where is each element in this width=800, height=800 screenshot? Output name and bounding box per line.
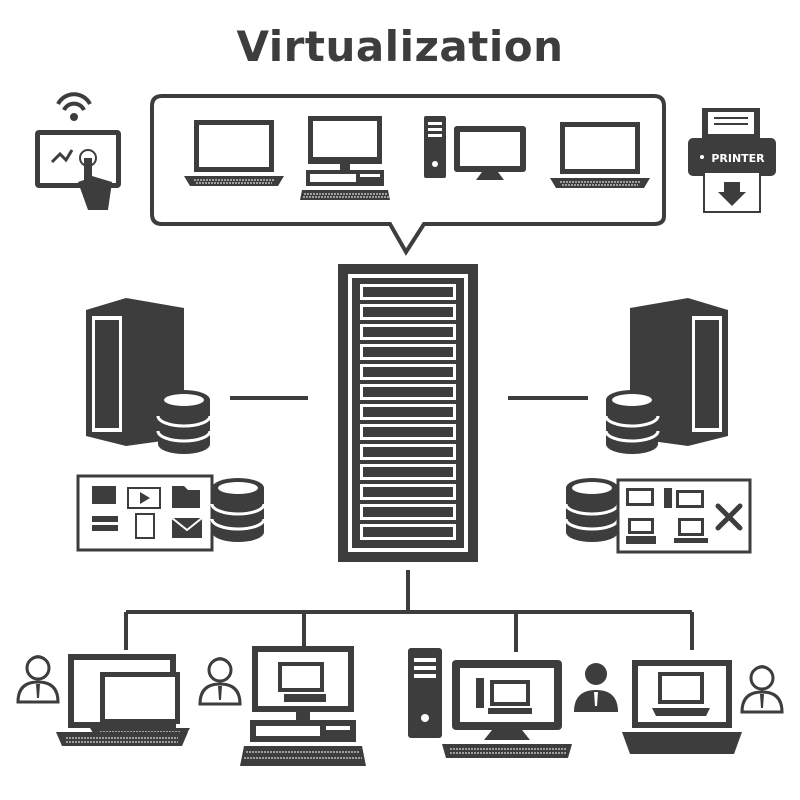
tools-icon xyxy=(715,503,743,531)
database-icon xyxy=(156,388,212,456)
rack-slot-inner xyxy=(363,467,453,477)
speech-bubble-devices xyxy=(150,94,666,256)
laptop-icon xyxy=(183,119,285,187)
user-icon xyxy=(740,663,784,714)
laptop-icon xyxy=(56,654,191,746)
user-icon xyxy=(16,653,60,704)
database-icon xyxy=(604,388,660,456)
database-icon xyxy=(210,476,266,544)
server-rack-icon xyxy=(338,264,478,562)
rack-slot-inner xyxy=(363,407,453,417)
rack-slot-inner xyxy=(363,347,453,357)
inner-screen-icons xyxy=(278,662,710,716)
user-icon xyxy=(574,663,618,712)
rack-slot-inner xyxy=(363,507,453,517)
rack-slot-inner xyxy=(363,487,453,497)
printer-icon xyxy=(688,108,776,213)
tablet-touch-wifi-icon xyxy=(35,92,121,210)
rack-slot-inner xyxy=(363,387,453,397)
rack-slot-inner xyxy=(363,427,453,437)
rack-slot-inner xyxy=(363,287,453,297)
rack-slot-inner xyxy=(363,327,453,337)
connector-lines xyxy=(124,396,694,652)
laptop-icon xyxy=(549,121,651,189)
page-title: Virtualization xyxy=(236,22,564,71)
rack-slot-inner xyxy=(363,527,453,537)
rack-slot-inner xyxy=(363,367,453,377)
rack-slot-inner xyxy=(363,307,453,317)
rack-slot-inner xyxy=(363,447,453,457)
user-icon xyxy=(198,655,242,706)
database-icon xyxy=(564,476,620,544)
printer-label: PRINTER xyxy=(711,152,765,165)
file-panel-icon xyxy=(76,474,214,552)
